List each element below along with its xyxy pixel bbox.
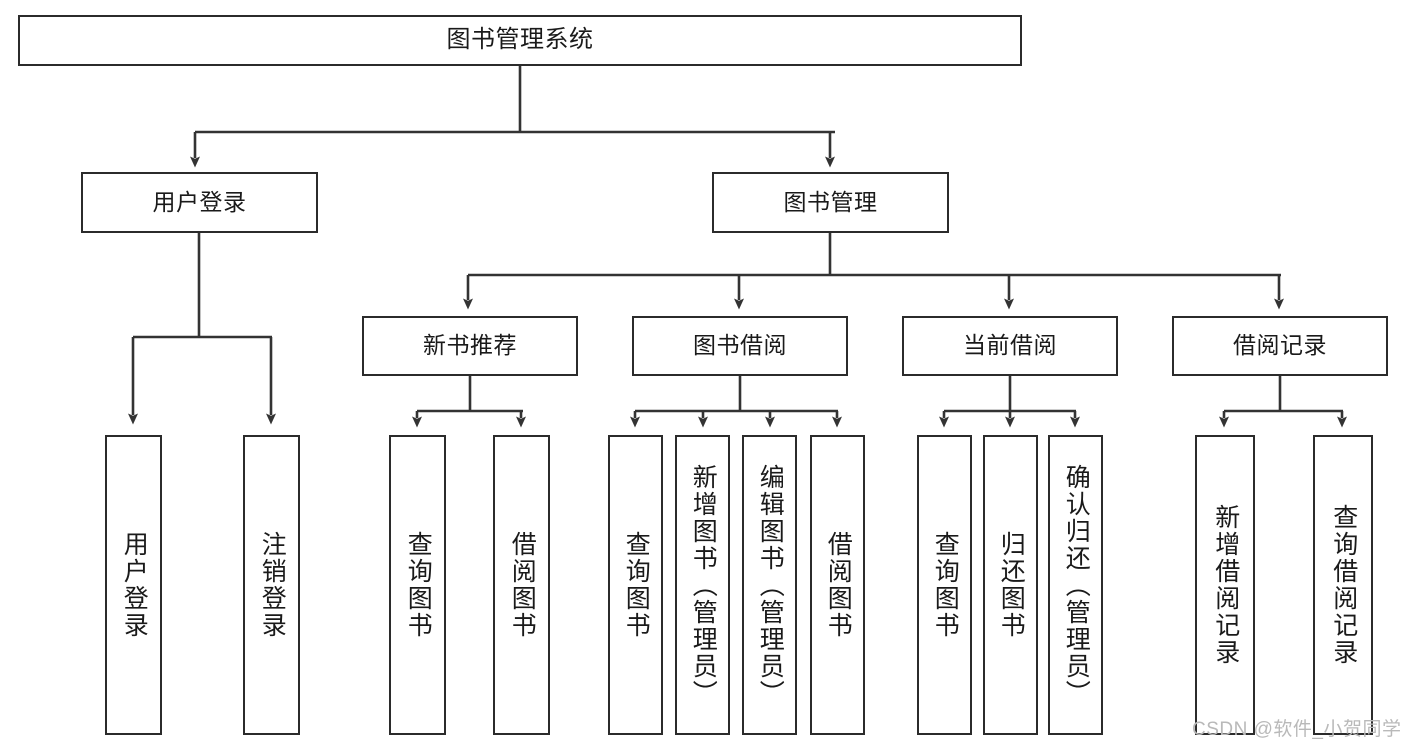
leaf-edit-book-admin[interactable]: 编辑图书（管理员）	[742, 435, 797, 735]
node-borrow-records[interactable]: 借阅记录	[1172, 316, 1388, 376]
leaf-return-book[interactable]: 归还图书	[983, 435, 1038, 735]
node-book-management[interactable]: 图书管理	[712, 172, 949, 233]
node-label: 归还图书	[997, 531, 1026, 639]
node-new-book-recommend[interactable]: 新书推荐	[362, 316, 578, 376]
node-label: 当前借阅	[963, 332, 1057, 359]
leaf-add-borrow-record[interactable]: 新增借阅记录	[1195, 435, 1255, 735]
node-label: 用户登录	[120, 531, 149, 639]
node-current-borrow[interactable]: 当前借阅	[902, 316, 1118, 376]
leaf-query-book-current[interactable]: 查询图书	[917, 435, 972, 735]
node-label: 用户登录	[152, 188, 247, 215]
leaf-add-book-admin[interactable]: 新增图书（管理员）	[675, 435, 730, 735]
node-label: 图书管理系统	[446, 26, 594, 54]
leaf-borrow-book[interactable]: 借阅图书	[810, 435, 865, 735]
leaf-borrow-book-recommend[interactable]: 借阅图书	[493, 435, 550, 735]
node-label: 编辑图书（管理员）	[756, 463, 785, 707]
node-book-borrow[interactable]: 图书借阅	[632, 316, 848, 376]
watermark-text: CSDN @软件_小贺同学	[1192, 719, 1402, 740]
node-label: 查询图书	[404, 531, 433, 639]
node-label: 新书推荐	[423, 332, 517, 359]
node-label: 查询图书	[931, 531, 960, 639]
leaf-query-book-recommend[interactable]: 查询图书	[389, 435, 446, 735]
leaf-confirm-return-admin[interactable]: 确认归还（管理员）	[1048, 435, 1103, 735]
node-label: 借阅图书	[508, 531, 537, 639]
node-label: 查询借阅记录	[1329, 504, 1358, 666]
leaf-logout[interactable]: 注销登录	[243, 435, 300, 735]
node-label: 借阅记录	[1233, 332, 1327, 359]
leaf-query-borrow-record[interactable]: 查询借阅记录	[1313, 435, 1373, 735]
node-label: 新增借阅记录	[1211, 504, 1240, 666]
node-label: 确认归还（管理员）	[1062, 463, 1091, 707]
node-label: 查询图书	[622, 531, 651, 639]
leaf-query-book-borrow[interactable]: 查询图书	[608, 435, 663, 735]
node-label: 图书管理	[783, 188, 878, 215]
node-label: 图书借阅	[693, 332, 787, 359]
node-label: 注销登录	[258, 531, 287, 639]
node-label: 借阅图书	[824, 531, 853, 639]
node-user-login[interactable]: 用户登录	[81, 172, 318, 233]
node-label: 新增图书（管理员）	[689, 463, 718, 707]
leaf-user-login[interactable]: 用户登录	[105, 435, 162, 735]
node-root-system[interactable]: 图书管理系统	[18, 15, 1022, 66]
